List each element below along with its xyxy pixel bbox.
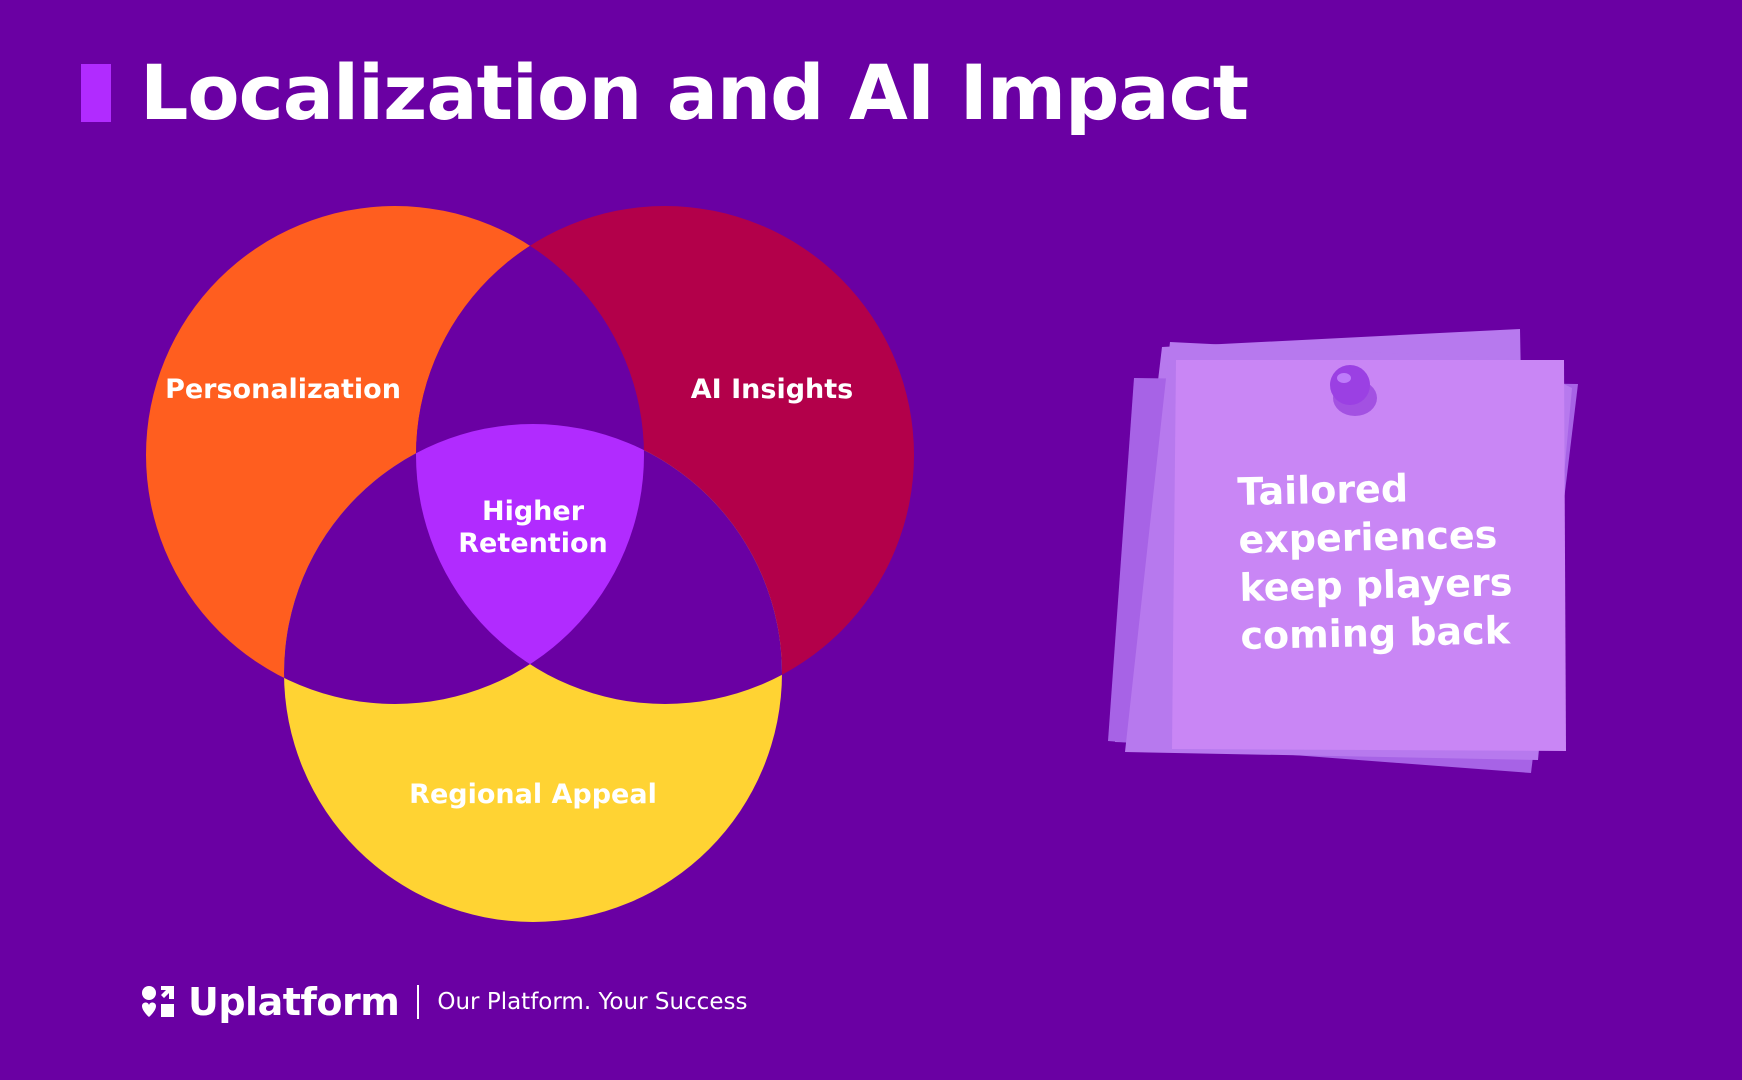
uplatform-logo-icon	[142, 986, 174, 1017]
title-accent-bar	[81, 64, 111, 122]
note-line: keep players	[1239, 560, 1513, 610]
sticky-note-front	[1172, 360, 1566, 751]
pushpin-icon	[1330, 365, 1377, 416]
label-regional-appeal: Regional Appeal	[409, 779, 657, 810]
note-line: coming back	[1240, 608, 1511, 658]
brand-name: Uplatform	[188, 980, 400, 1024]
footer-divider	[417, 985, 420, 1019]
note-line: Tailored	[1237, 466, 1409, 514]
page-title: Localization and AI Impact	[140, 48, 1249, 137]
sticky-note-stack	[1108, 329, 1578, 773]
label-personalization: Personalization	[165, 374, 401, 405]
sticky-note-text: Tailored experiences keep players coming…	[1237, 462, 1541, 660]
label-ai-insights: AI Insights	[691, 374, 853, 405]
footer: Uplatform Our Platform. Your Success	[140, 980, 747, 1024]
label-center-line2: Retention	[458, 528, 607, 559]
tagline: Our Platform. Your Success	[437, 989, 748, 1015]
note-line: experiences	[1238, 512, 1498, 562]
label-center-line1: Higher	[482, 496, 585, 527]
